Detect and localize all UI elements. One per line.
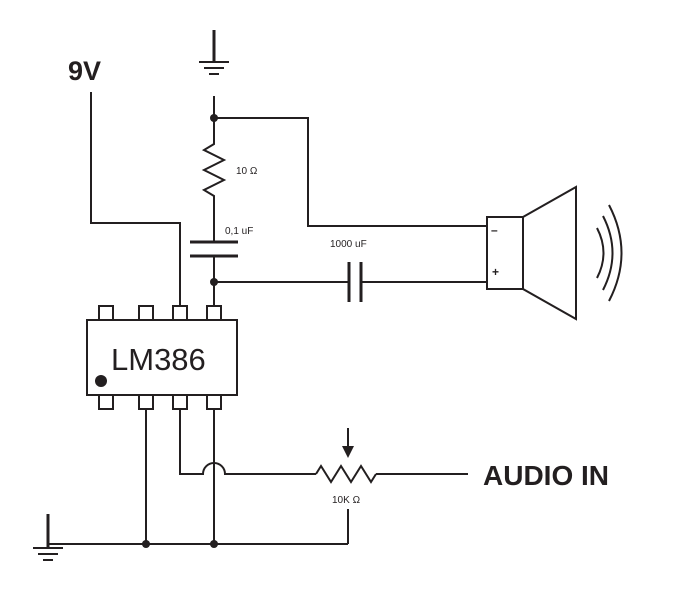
wiper-arrow-icon	[342, 428, 354, 458]
cap-large-value-label: 1000 uF	[330, 239, 367, 250]
resistor-10-ohm	[201, 138, 227, 208]
resistor-value-label: 10 Ω	[236, 166, 258, 177]
potentiometer-10k	[315, 464, 377, 484]
speaker-icon	[486, 185, 623, 321]
speaker-positive-label: +	[492, 265, 499, 279]
supply-voltage-label: 9V	[68, 56, 101, 86]
ground-symbol-bottom	[33, 514, 63, 561]
cap-small-value-label: 0,1 uF	[225, 226, 253, 237]
lm386-chip	[86, 305, 238, 410]
junction-dots	[142, 114, 218, 548]
wire-pin3-to-pot	[179, 409, 316, 475]
capacitor-1000uf	[347, 262, 363, 302]
audio-input-label: AUDIO IN	[483, 460, 609, 491]
wire-9v-to-chip	[90, 92, 181, 306]
chip-name-label: LM386	[111, 342, 206, 377]
pot-value-label: 10K Ω	[332, 495, 361, 506]
wire-ground-to-speaker	[213, 96, 487, 227]
speaker-negative-label: –	[491, 223, 498, 237]
ground-symbol-top	[199, 30, 229, 75]
capacitor-0-1uf	[190, 240, 238, 258]
